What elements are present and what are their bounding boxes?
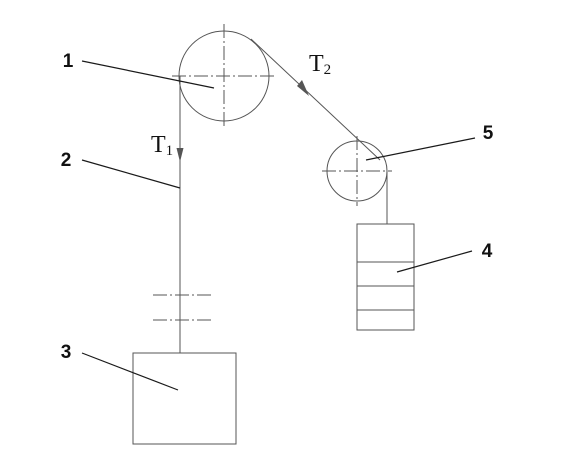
leader-5: [365, 137, 476, 161]
leader-1: [81, 60, 215, 89]
t2-label: T2: [309, 51, 331, 78]
rope-diagonal: [250, 38, 381, 161]
leader-2: [81, 159, 181, 189]
label-4: 4: [482, 241, 493, 262]
tension-arrows: [176, 80, 309, 162]
t1-label: T1: [151, 132, 173, 159]
label-1: 1: [63, 51, 74, 72]
leader-lines: [81, 60, 476, 391]
tension-labels: T1 T2: [151, 51, 331, 159]
part-labels: 1 2 3 4 5: [61, 51, 494, 363]
weight-stack: [356, 223, 415, 331]
t1-subscript: 1: [166, 143, 174, 159]
t2-arrowhead: [297, 80, 309, 96]
leader-4: [396, 250, 473, 273]
t1-arrowhead: [176, 148, 184, 162]
label-2: 2: [61, 150, 72, 171]
t2-main: T: [309, 51, 324, 77]
leader-3: [81, 352, 179, 391]
t2-subscript: 2: [324, 62, 332, 78]
label-3: 3: [61, 342, 72, 363]
base-block: [132, 352, 237, 445]
rope-system: [132, 30, 415, 445]
t1-main: T: [151, 132, 166, 158]
centerlines: [153, 24, 392, 321]
label-5: 5: [483, 123, 494, 144]
